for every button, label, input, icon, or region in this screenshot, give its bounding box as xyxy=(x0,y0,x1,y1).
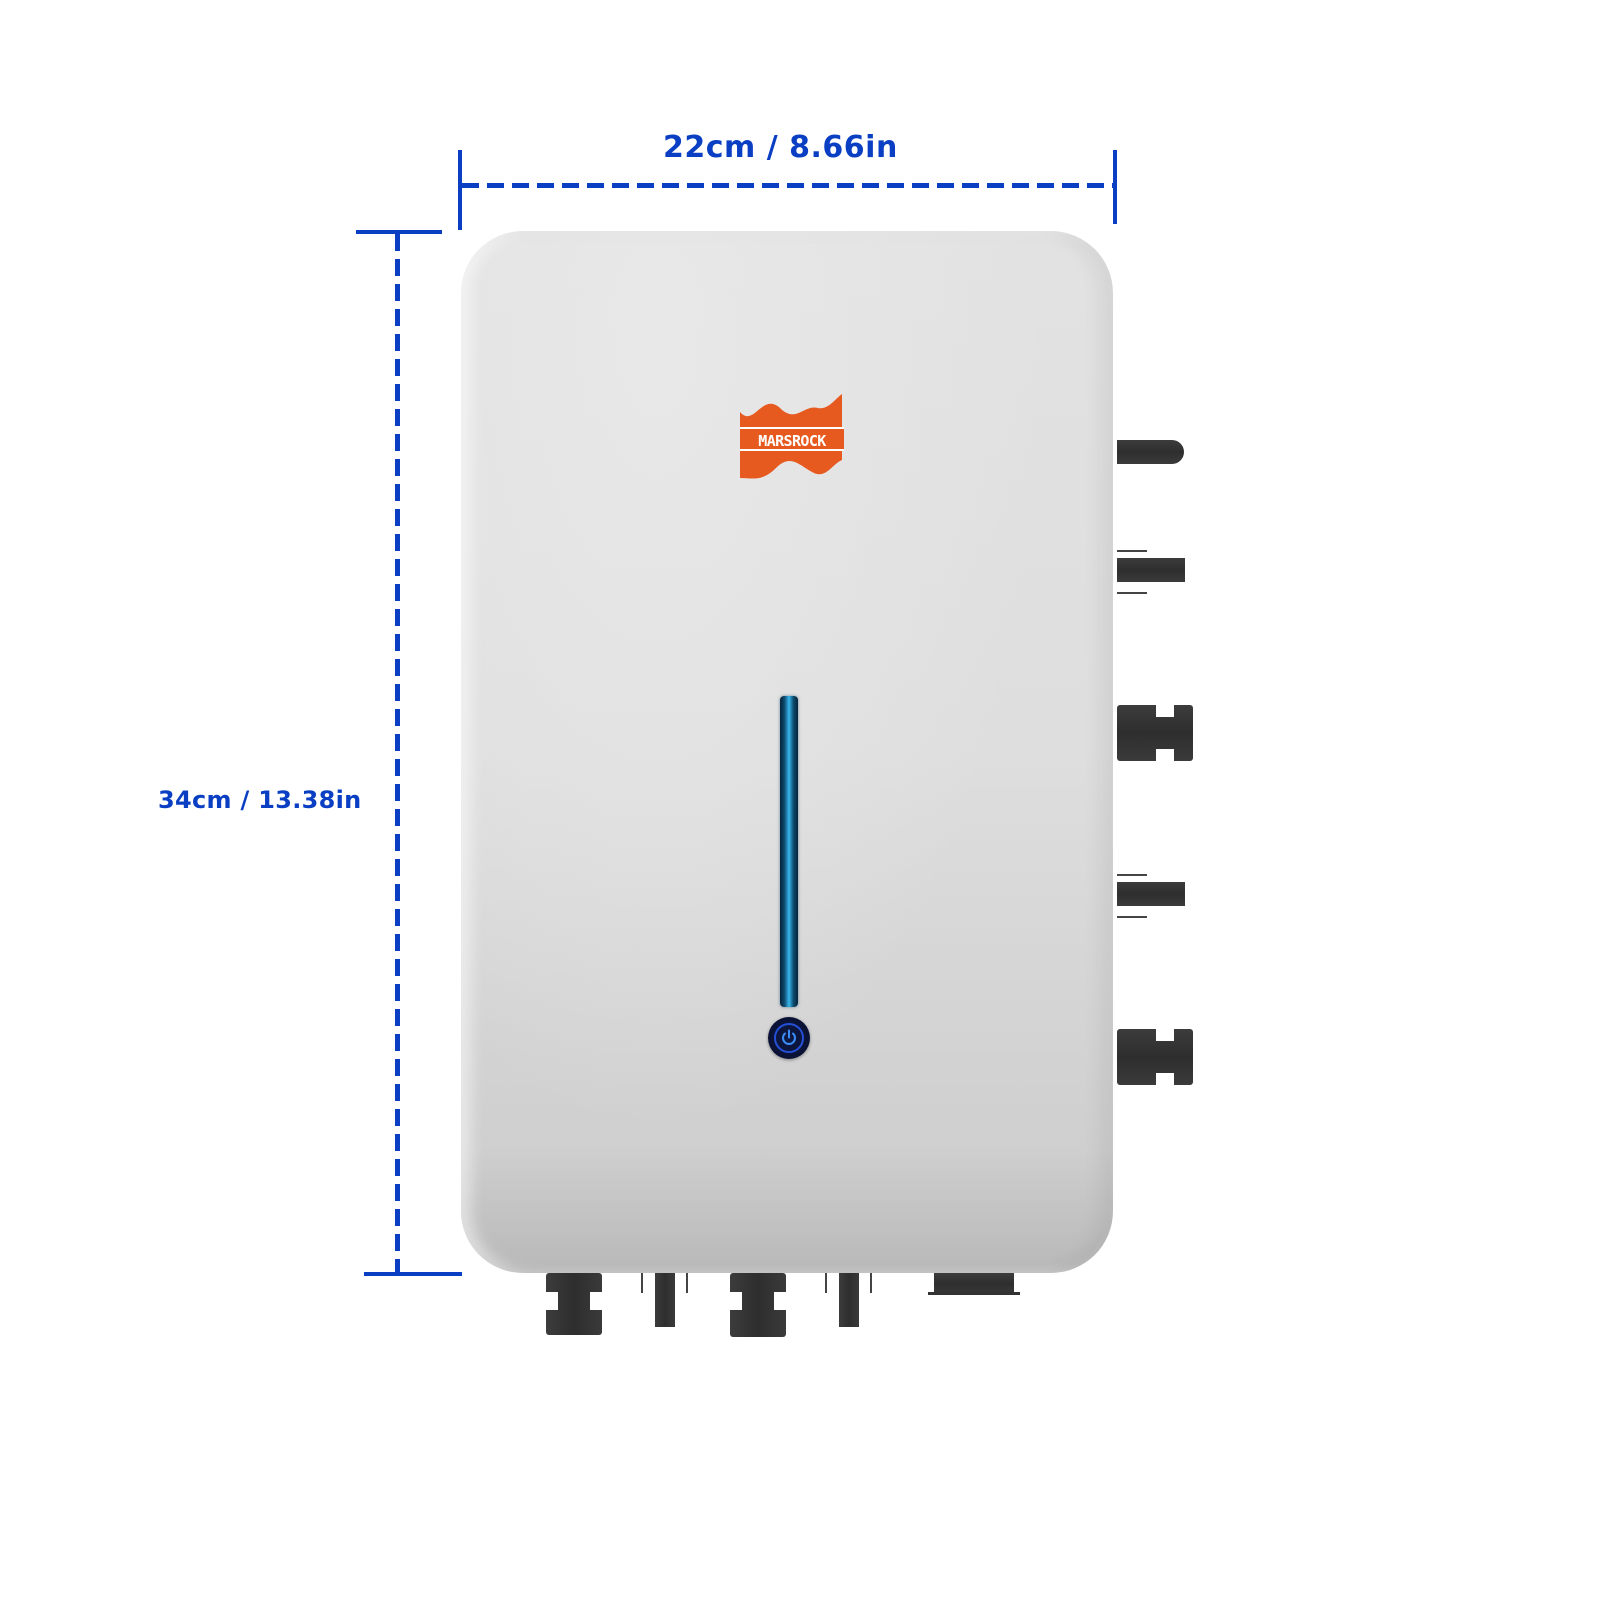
status-light-bar xyxy=(780,696,798,1007)
width-dimension-line xyxy=(462,183,1114,188)
height-dimension-line xyxy=(395,234,400,1272)
power-button[interactable] xyxy=(768,1017,810,1059)
power-icon xyxy=(782,1029,796,1045)
power-button-ring xyxy=(774,1023,804,1053)
brand-logo-icon xyxy=(740,394,842,479)
width-dimension-left-tick xyxy=(458,150,462,230)
width-dimension-right-tick xyxy=(1113,150,1117,224)
width-dimension-label: 22cm / 8.66in xyxy=(663,130,898,165)
brand-name: MARSROCK xyxy=(740,427,844,451)
height-dimension-label: 34cm / 13.38in xyxy=(158,786,362,814)
height-dimension-bottom-tick xyxy=(364,1272,462,1276)
height-dimension-top-tick xyxy=(356,230,442,234)
